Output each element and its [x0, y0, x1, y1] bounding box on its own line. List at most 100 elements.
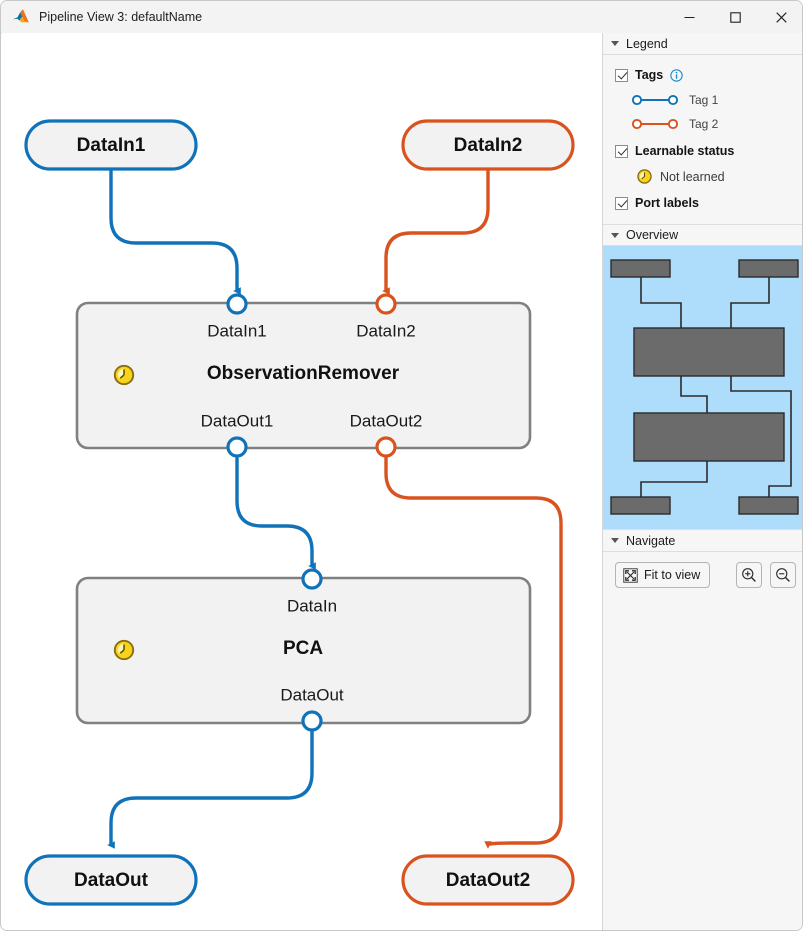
- zoom-out-button[interactable]: [770, 562, 797, 588]
- pipeline-canvas[interactable]: DataIn1 DataIn2 ObservationRemover: [2, 33, 603, 930]
- port-label-datain2: DataIn2: [356, 321, 416, 340]
- zoom-in-icon: [742, 568, 757, 582]
- chevron-down-icon: [611, 41, 619, 46]
- close-icon: [775, 11, 787, 23]
- port-circle: [226, 436, 248, 458]
- node-dataout-label: DataOut: [74, 870, 149, 891]
- clock-icon: [113, 364, 135, 386]
- legend-port-labels-checkbox-row[interactable]: Port labels: [615, 192, 802, 214]
- tags-label: Tags: [635, 68, 664, 82]
- node-datain1[interactable]: DataIn1: [24, 119, 198, 171]
- overview-edges: [640, 277, 792, 497]
- info-circle-icon[interactable]: [670, 68, 683, 82]
- zoom-in-button[interactable]: [736, 562, 763, 588]
- chevron-down-icon: [611, 232, 619, 238]
- legend-section-title: Legend: [626, 36, 668, 51]
- edge-datain1-to-observationremover[interactable]: [109, 170, 241, 295]
- block-observationremover-shape: [75, 301, 532, 450]
- legend-tags-checkbox-row[interactable]: Tags: [615, 64, 802, 86]
- tag-1-line-icon: [631, 94, 679, 106]
- node-datain1-shape: [24, 119, 198, 171]
- port-label-dataout1: DataOut1: [201, 411, 274, 430]
- edge-observationremover-to-dataout2[interactable]: [384, 447, 563, 849]
- chevron-down-icon: [611, 538, 619, 543]
- fit-to-view-icon: [623, 567, 638, 583]
- port-circle: [375, 436, 397, 458]
- overview-section-header[interactable]: Overview: [603, 224, 802, 246]
- port-labels-checkbox[interactable]: [615, 196, 628, 210]
- tags-checkbox[interactable]: [615, 68, 628, 82]
- minimize-icon: [684, 16, 694, 18]
- port-observationremover-datain2[interactable]: DataIn2: [356, 293, 416, 340]
- port-label-datain: DataIn: [287, 596, 337, 615]
- window-title: Pipeline View 3: defaultName: [39, 10, 203, 24]
- node-datain1-label: DataIn1: [77, 135, 146, 156]
- node-datain2-label: DataIn2: [454, 135, 523, 156]
- title-bar: Pipeline View 3: defaultName: [1, 1, 802, 34]
- block-pca-title: PCA: [283, 638, 323, 659]
- port-label-datain1: DataIn1: [207, 321, 267, 340]
- legend-tag-2-row: Tag 2: [615, 112, 802, 136]
- side-panel: Legend Tags Tag 1: [603, 33, 803, 930]
- overview-node-dataout: [610, 496, 671, 515]
- node-dataout2[interactable]: DataOut2: [401, 854, 575, 906]
- port-pca-datain[interactable]: DataIn: [287, 568, 337, 615]
- port-observationremover-dataout2[interactable]: DataOut2: [350, 411, 423, 458]
- minimize-button[interactable]: [666, 1, 712, 33]
- node-dataout2-label: DataOut2: [446, 870, 530, 891]
- tag-2-line-icon: [631, 118, 679, 130]
- legend-body: Tags Tag 1: [603, 55, 802, 224]
- overview-node-datain1: [610, 259, 671, 278]
- overview-node-datain2: [738, 259, 799, 278]
- edge-observationremover-to-pca[interactable]: [235, 447, 316, 570]
- legend-section-header[interactable]: Legend: [603, 33, 802, 55]
- pipeline-graph[interactable]: DataIn1 DataIn2 ObservationRemover: [2, 33, 602, 930]
- edges-layer: [107, 170, 563, 849]
- maximize-button[interactable]: [712, 1, 758, 33]
- port-label-dataout2: DataOut2: [350, 411, 423, 430]
- legend-learnable-status-checkbox-row[interactable]: Learnable status: [615, 140, 802, 162]
- node-datain2[interactable]: DataIn2: [401, 119, 575, 171]
- port-circle: [375, 293, 397, 315]
- tag-1-label: Tag 1: [689, 93, 719, 107]
- zoom-out-icon: [776, 568, 791, 582]
- matlab-logo-icon: [13, 9, 29, 23]
- legend-not-learned-row: Not learned: [615, 164, 802, 189]
- overview-thumbnail[interactable]: [603, 246, 803, 530]
- fit-to-view-button[interactable]: Fit to view: [615, 562, 711, 588]
- node-dataout[interactable]: DataOut: [24, 854, 198, 906]
- window-controls: [666, 1, 802, 33]
- fit-to-view-label: Fit to view: [644, 568, 701, 582]
- block-pca[interactable]: PCA DataIn DataOut: [75, 568, 532, 732]
- overview-node-pca: [633, 412, 785, 462]
- maximize-icon: [729, 11, 741, 23]
- clock-icon: [637, 169, 652, 184]
- port-circle: [301, 568, 323, 590]
- learnable-status-checkbox[interactable]: [615, 144, 628, 158]
- navigate-body: Fit to view: [603, 552, 802, 588]
- port-label-dataout: DataOut: [280, 685, 344, 704]
- block-observationremover-title: ObservationRemover: [207, 363, 400, 384]
- port-observationremover-dataout1[interactable]: DataOut1: [201, 411, 274, 458]
- port-observationremover-datain1[interactable]: DataIn1: [207, 293, 267, 340]
- legend-tag-1-row: Tag 1: [615, 88, 802, 112]
- overview-node-observationremover: [633, 327, 785, 377]
- block-observationremover[interactable]: ObservationRemover DataIn1 DataIn2 DataO…: [75, 293, 532, 458]
- port-circle: [301, 710, 323, 732]
- overview-nodes: [610, 259, 799, 515]
- navigate-section-title: Navigate: [626, 533, 676, 548]
- panel-filler: [603, 588, 802, 748]
- overview-minimap[interactable]: [603, 246, 803, 529]
- not-learned-label: Not learned: [660, 169, 725, 184]
- overview-node-dataout2: [738, 496, 799, 515]
- port-pca-dataout[interactable]: DataOut: [280, 685, 344, 732]
- node-datain2-shape: [401, 119, 575, 171]
- tag-2-label: Tag 2: [689, 117, 719, 131]
- close-button[interactable]: [758, 1, 802, 33]
- learnable-status-label: Learnable status: [635, 144, 735, 158]
- edge-pca-to-dataout[interactable]: [107, 721, 314, 849]
- edge-datain2-to-observationremover[interactable]: [382, 170, 490, 295]
- navigate-section-header[interactable]: Navigate: [603, 530, 802, 552]
- clock-icon: [113, 639, 135, 661]
- overview-section-title: Overview: [626, 228, 679, 242]
